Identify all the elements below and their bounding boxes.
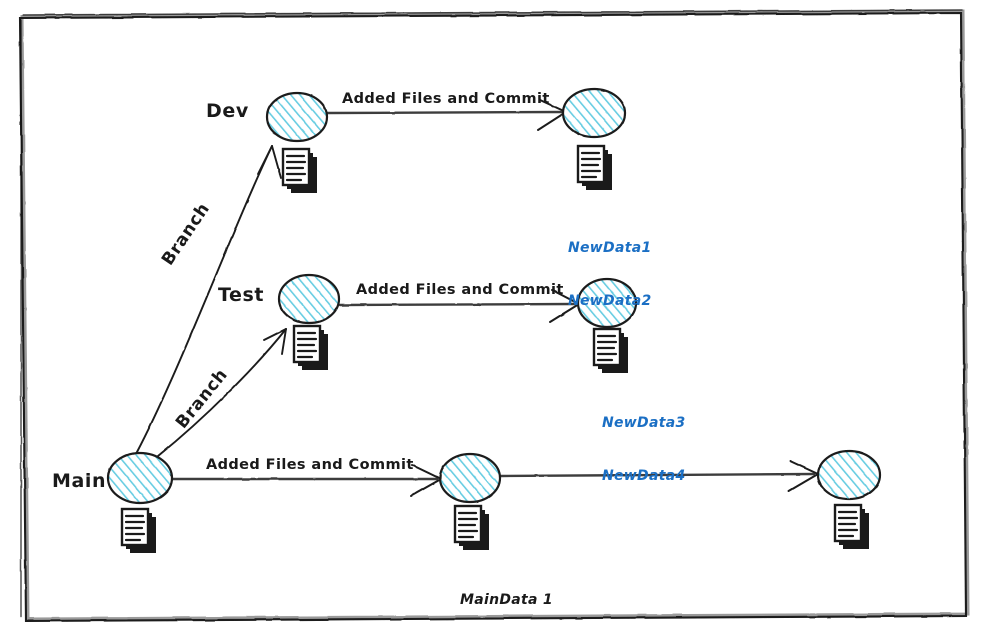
- edge-test-commit: [338, 289, 580, 323]
- edge-main-commit-1: [170, 464, 442, 497]
- edge-main-commit-2: [499, 460, 819, 492]
- commit-node-dev-head[interactable]: [265, 91, 329, 143]
- document-icons-layer: [120, 144, 869, 553]
- commit-node-main-commit-1[interactable]: [438, 452, 502, 504]
- commit-node-test-head[interactable]: [277, 273, 341, 325]
- documents-icon-test-commit-1: [592, 327, 628, 373]
- commit-nodes-layer: [106, 87, 882, 505]
- documents-icon-dev-head: [281, 147, 317, 193]
- edge-dev-commit: [326, 99, 567, 131]
- commit-node-main-head[interactable]: [106, 451, 174, 505]
- documents-icon-test-head: [292, 324, 328, 370]
- documents-icon-dev-commit-1: [576, 144, 612, 190]
- commit-node-test-commit-1[interactable]: [576, 277, 638, 329]
- edge-main-to-test: [157, 328, 287, 457]
- documents-icon-main-commit-2: [833, 503, 869, 549]
- edge-main-to-dev: [136, 145, 282, 453]
- commit-node-main-commit-2[interactable]: [816, 449, 882, 501]
- documents-icon-main-head: [120, 507, 156, 553]
- diagram-frame: [18, 9, 970, 623]
- documents-icon-main-commit-1: [453, 504, 489, 550]
- commit-node-dev-commit-1[interactable]: [561, 87, 627, 139]
- edges-layer: [136, 99, 819, 497]
